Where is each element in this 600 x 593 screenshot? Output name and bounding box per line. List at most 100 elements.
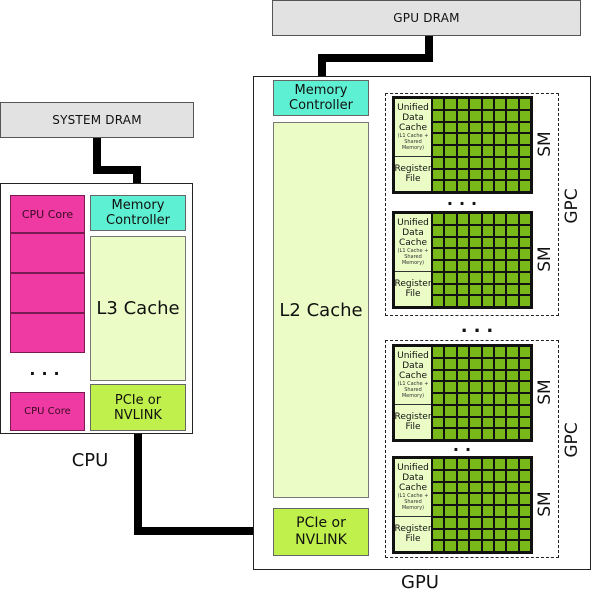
sm-core-cell (519, 405, 530, 416)
sm-core-cell (445, 134, 456, 144)
sm-core-cell (470, 249, 481, 259)
sm-core-cell (494, 261, 506, 271)
sm-core-cell (507, 517, 518, 528)
sm-core-cell (457, 225, 469, 236)
gpc-label: GPC (562, 422, 582, 458)
cpu-to-gpu-link-wire-b (134, 527, 274, 535)
sm-core-cell (507, 237, 518, 248)
sm-core-cell (445, 284, 456, 295)
sm-core-cell (494, 394, 506, 404)
sm-core-cell (457, 459, 469, 469)
sm-core-grid (431, 459, 530, 551)
sm-core-cell (494, 272, 506, 283)
sm-core-cell (433, 494, 444, 504)
sm-core-cell (470, 470, 481, 481)
sm-core-cell (470, 417, 481, 428)
sm-core-cell (482, 506, 493, 516)
sm-core-cell (433, 261, 444, 271)
sm-core-cell (445, 529, 456, 540)
sm-core-cell (445, 405, 456, 416)
sm-core-cell (507, 470, 518, 481)
sm-core-cell (482, 347, 493, 357)
sm-core-cell (470, 99, 481, 109)
sm-core-cell (507, 169, 518, 180)
sm-core-cell (494, 347, 506, 357)
sm-core-cell (507, 541, 518, 551)
sm-core-cell (507, 358, 518, 369)
sm-core-cell (482, 225, 493, 236)
sm-core-cell (470, 134, 481, 144)
sm-core-cell (507, 225, 518, 236)
sm-core-cell (482, 382, 493, 392)
sm-core-cell (519, 249, 530, 259)
sm-core-cell (494, 429, 506, 439)
cpu-core-last: CPU Core (10, 392, 85, 431)
sm-core-cell (470, 370, 481, 381)
l3-cache-label: L3 Cache (96, 298, 180, 319)
sm-core-cell (470, 214, 481, 224)
sm-core-cell (433, 181, 444, 191)
sm-core-cell (433, 506, 444, 516)
sm-core-cell (445, 181, 456, 191)
sm-core-cell (457, 249, 469, 259)
sm-core-cell (519, 429, 530, 439)
gpc (385, 340, 559, 558)
sm-core-cell (433, 225, 444, 236)
sm-core-cell (445, 506, 456, 516)
cpu-core: CPU Core (10, 195, 85, 233)
sm-core-cell (470, 494, 481, 504)
sm-core-cell (482, 459, 493, 469)
sm-core-cell (457, 541, 469, 551)
sm-core-cell (482, 214, 493, 224)
sm-core-cell (457, 284, 469, 295)
sm-core-cell (445, 296, 456, 306)
sm-core-cell (482, 470, 493, 481)
sm-core-cell (470, 122, 481, 133)
sm-core-cell (482, 110, 493, 121)
sm-core-cell (433, 157, 444, 168)
sm-core-cell (457, 358, 469, 369)
sm-core-cell (433, 347, 444, 357)
sm-core-cell (445, 99, 456, 109)
sm-core-cell (433, 169, 444, 180)
sm-core-cell (519, 225, 530, 236)
sm-core-cell (519, 169, 530, 180)
sm-core-cell (470, 110, 481, 121)
sm-core-cell (457, 99, 469, 109)
sm-core-cell (433, 110, 444, 121)
gpu-dram-label: GPU DRAM (393, 11, 460, 25)
sm-core-cell (433, 358, 444, 369)
sm-core-cell (470, 382, 481, 392)
sm-core-cell (519, 517, 530, 528)
l2-cache-label: L2 Cache (279, 299, 363, 321)
sm-core-cell (507, 494, 518, 504)
sm-core-cell (457, 494, 469, 504)
sm-core-cell (445, 417, 456, 428)
sm-core-cell (445, 225, 456, 236)
sm-core-cell (494, 382, 506, 392)
sm-core-cell (482, 429, 493, 439)
sm-core-cell (433, 249, 444, 259)
sm-core-cell (494, 517, 506, 528)
sm-core-cell (519, 417, 530, 428)
sm-core-cell (507, 110, 518, 121)
sm-core-cell (433, 296, 444, 306)
sm-core-cell (457, 169, 469, 180)
sm-core-cell (494, 284, 506, 295)
sm-core-cell (445, 347, 456, 357)
sm-core-cell (457, 134, 469, 144)
sm-core-cell (445, 110, 456, 121)
sm-core-cell (519, 237, 530, 248)
sm-core-cell (470, 272, 481, 283)
sm-core-cell (470, 347, 481, 357)
interconnect-line: NVLINK (295, 532, 347, 548)
sm-core-cell (519, 110, 530, 121)
